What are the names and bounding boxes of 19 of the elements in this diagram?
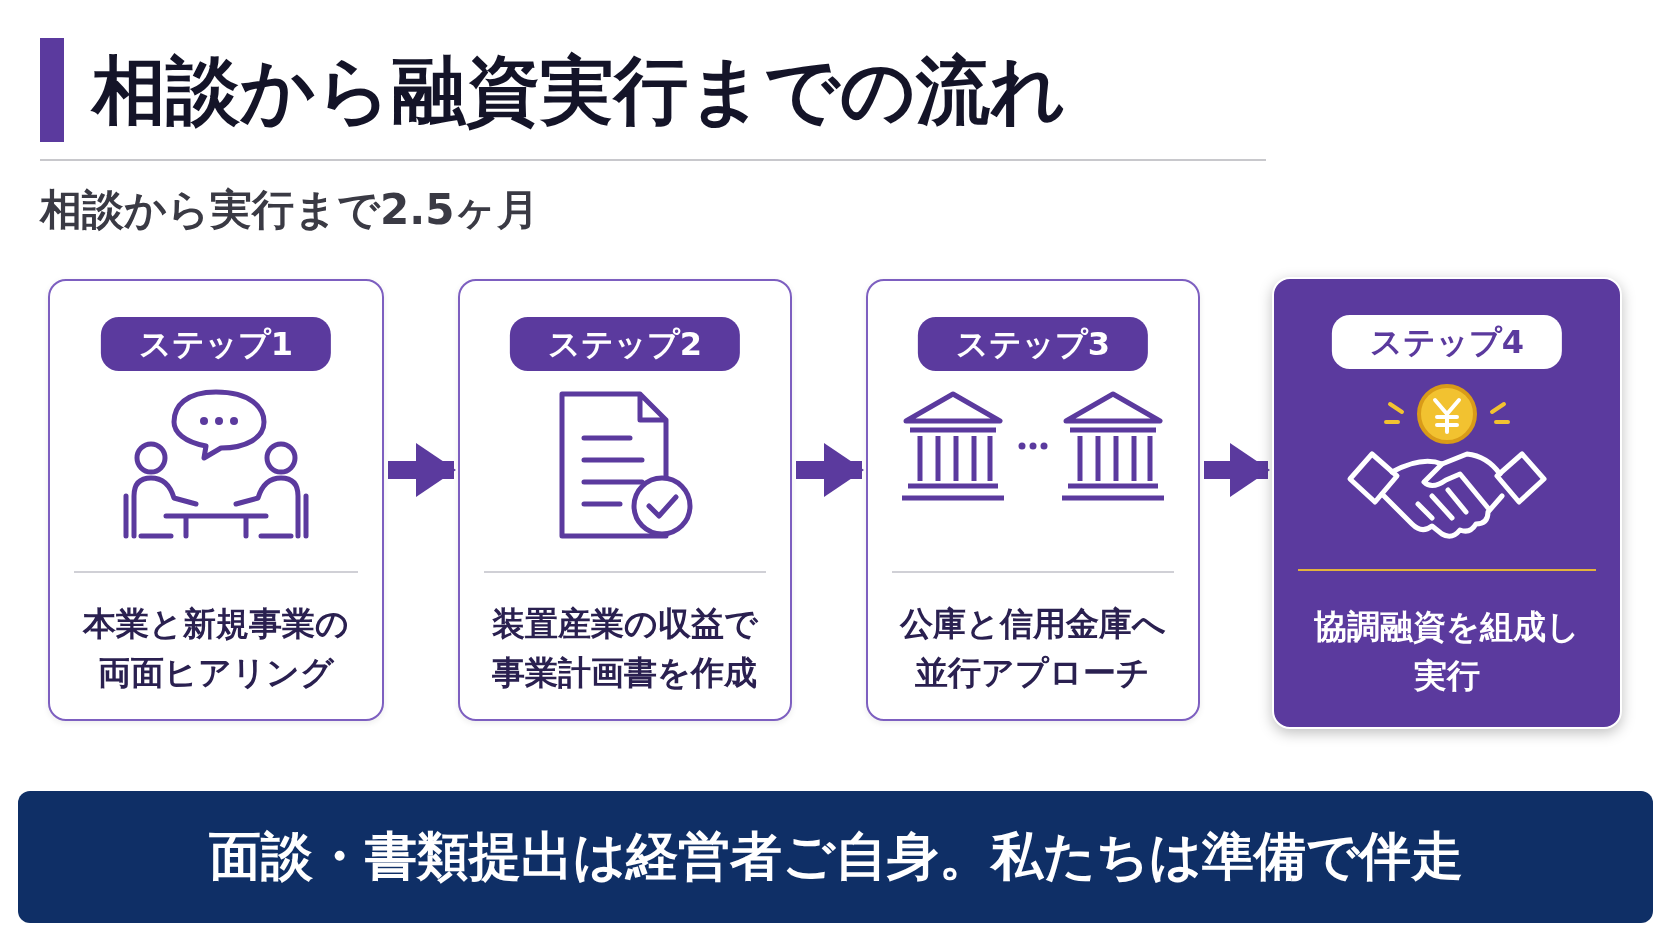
step-badge: ステップ4 [1331,315,1563,369]
step-description: 公庫と信用金庫へ並行アプローチ [898,602,1167,694]
arrow [1204,443,1270,497]
step-description: 装置産業の収益で事業計画書を作成 [491,602,759,694]
arrow [796,443,864,497]
step-badge: ステップ1 [100,317,332,371]
step-badge: ステップ3 [917,317,1149,371]
step-description: 本業と新規事業の両面ヒアリング [81,602,350,694]
subtitle: 相談から実行まで2.5ヶ月 [40,184,540,236]
banner-text: 面談・書類提出は経営者ご自身。私たちは準備で伴走 [208,825,1463,888]
step-card [458,279,792,721]
message-banner [18,791,1653,923]
step-card [48,279,384,721]
step-card [866,279,1200,721]
step-description: 協調融資を組成し実行 [1313,605,1581,697]
step-badge: ステップ2 [509,317,741,371]
arrow [388,443,456,497]
title: 相談から融資実行までの流れ [92,46,1066,135]
highlighted-step-card [1272,277,1622,729]
